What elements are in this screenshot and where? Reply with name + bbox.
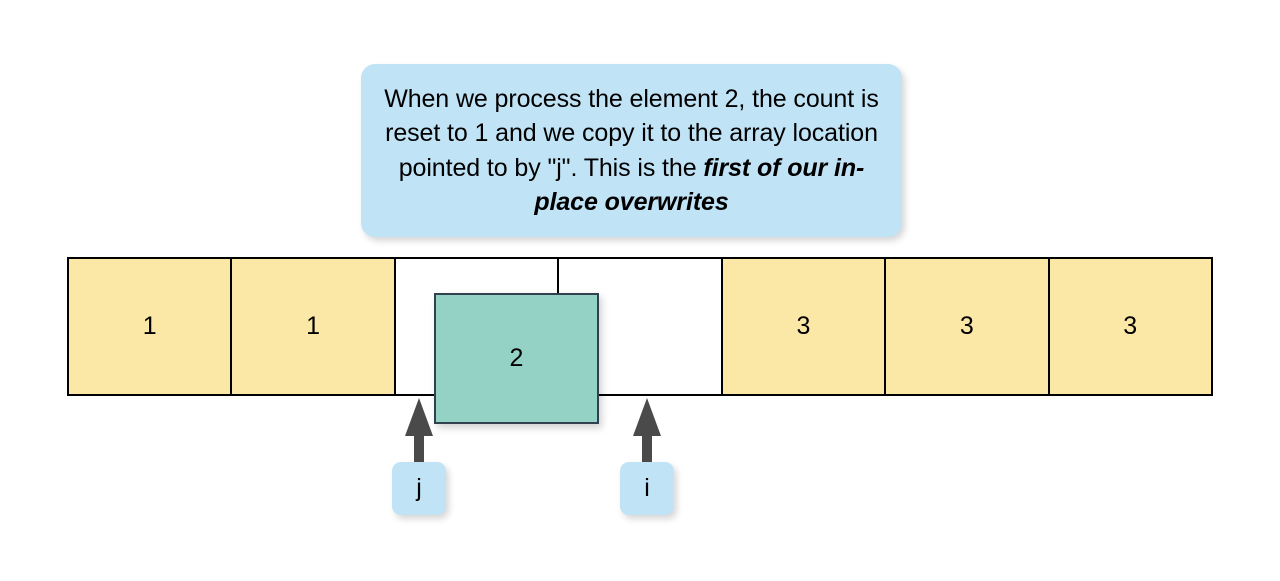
callout-text: When we process the element 2, the count… <box>361 82 902 220</box>
callout-text-emphasis: first of our in-place overwrites <box>534 153 865 217</box>
array-cell-0[interactable]: 1 <box>69 259 233 394</box>
pointer-i: i <box>620 396 674 516</box>
pointer-label-text: i <box>644 474 650 502</box>
array-cell-4[interactable]: 3 <box>722 259 887 394</box>
array-cell-5[interactable]: 3 <box>886 259 1050 394</box>
pointer-j: j <box>392 396 446 516</box>
explanation-callout: When we process the element 2, the count… <box>361 64 902 237</box>
pointer-label-j[interactable]: j <box>392 462 446 515</box>
pointer-label-text: j <box>416 474 422 502</box>
array-cell-6[interactable]: 3 <box>1049 259 1211 394</box>
array-cell-value: 1 <box>306 312 321 340</box>
array-container: 1 1 3 3 3 <box>67 257 1213 396</box>
callout-text-prefix: When we process the element 2, the count… <box>384 84 879 182</box>
array-cell-value: 3 <box>959 312 974 340</box>
array-cell-value: 3 <box>1123 312 1138 340</box>
moving-element-value: 2 <box>509 344 524 372</box>
array-cell-value: 1 <box>142 312 157 340</box>
array-cell-value: 3 <box>796 312 811 340</box>
arrow-up-icon <box>633 398 661 462</box>
array-cell-1[interactable]: 1 <box>232 259 396 394</box>
pointer-label-i[interactable]: i <box>620 462 674 515</box>
arrow-up-icon <box>405 398 433 462</box>
moving-element-box[interactable]: 2 <box>434 293 599 424</box>
